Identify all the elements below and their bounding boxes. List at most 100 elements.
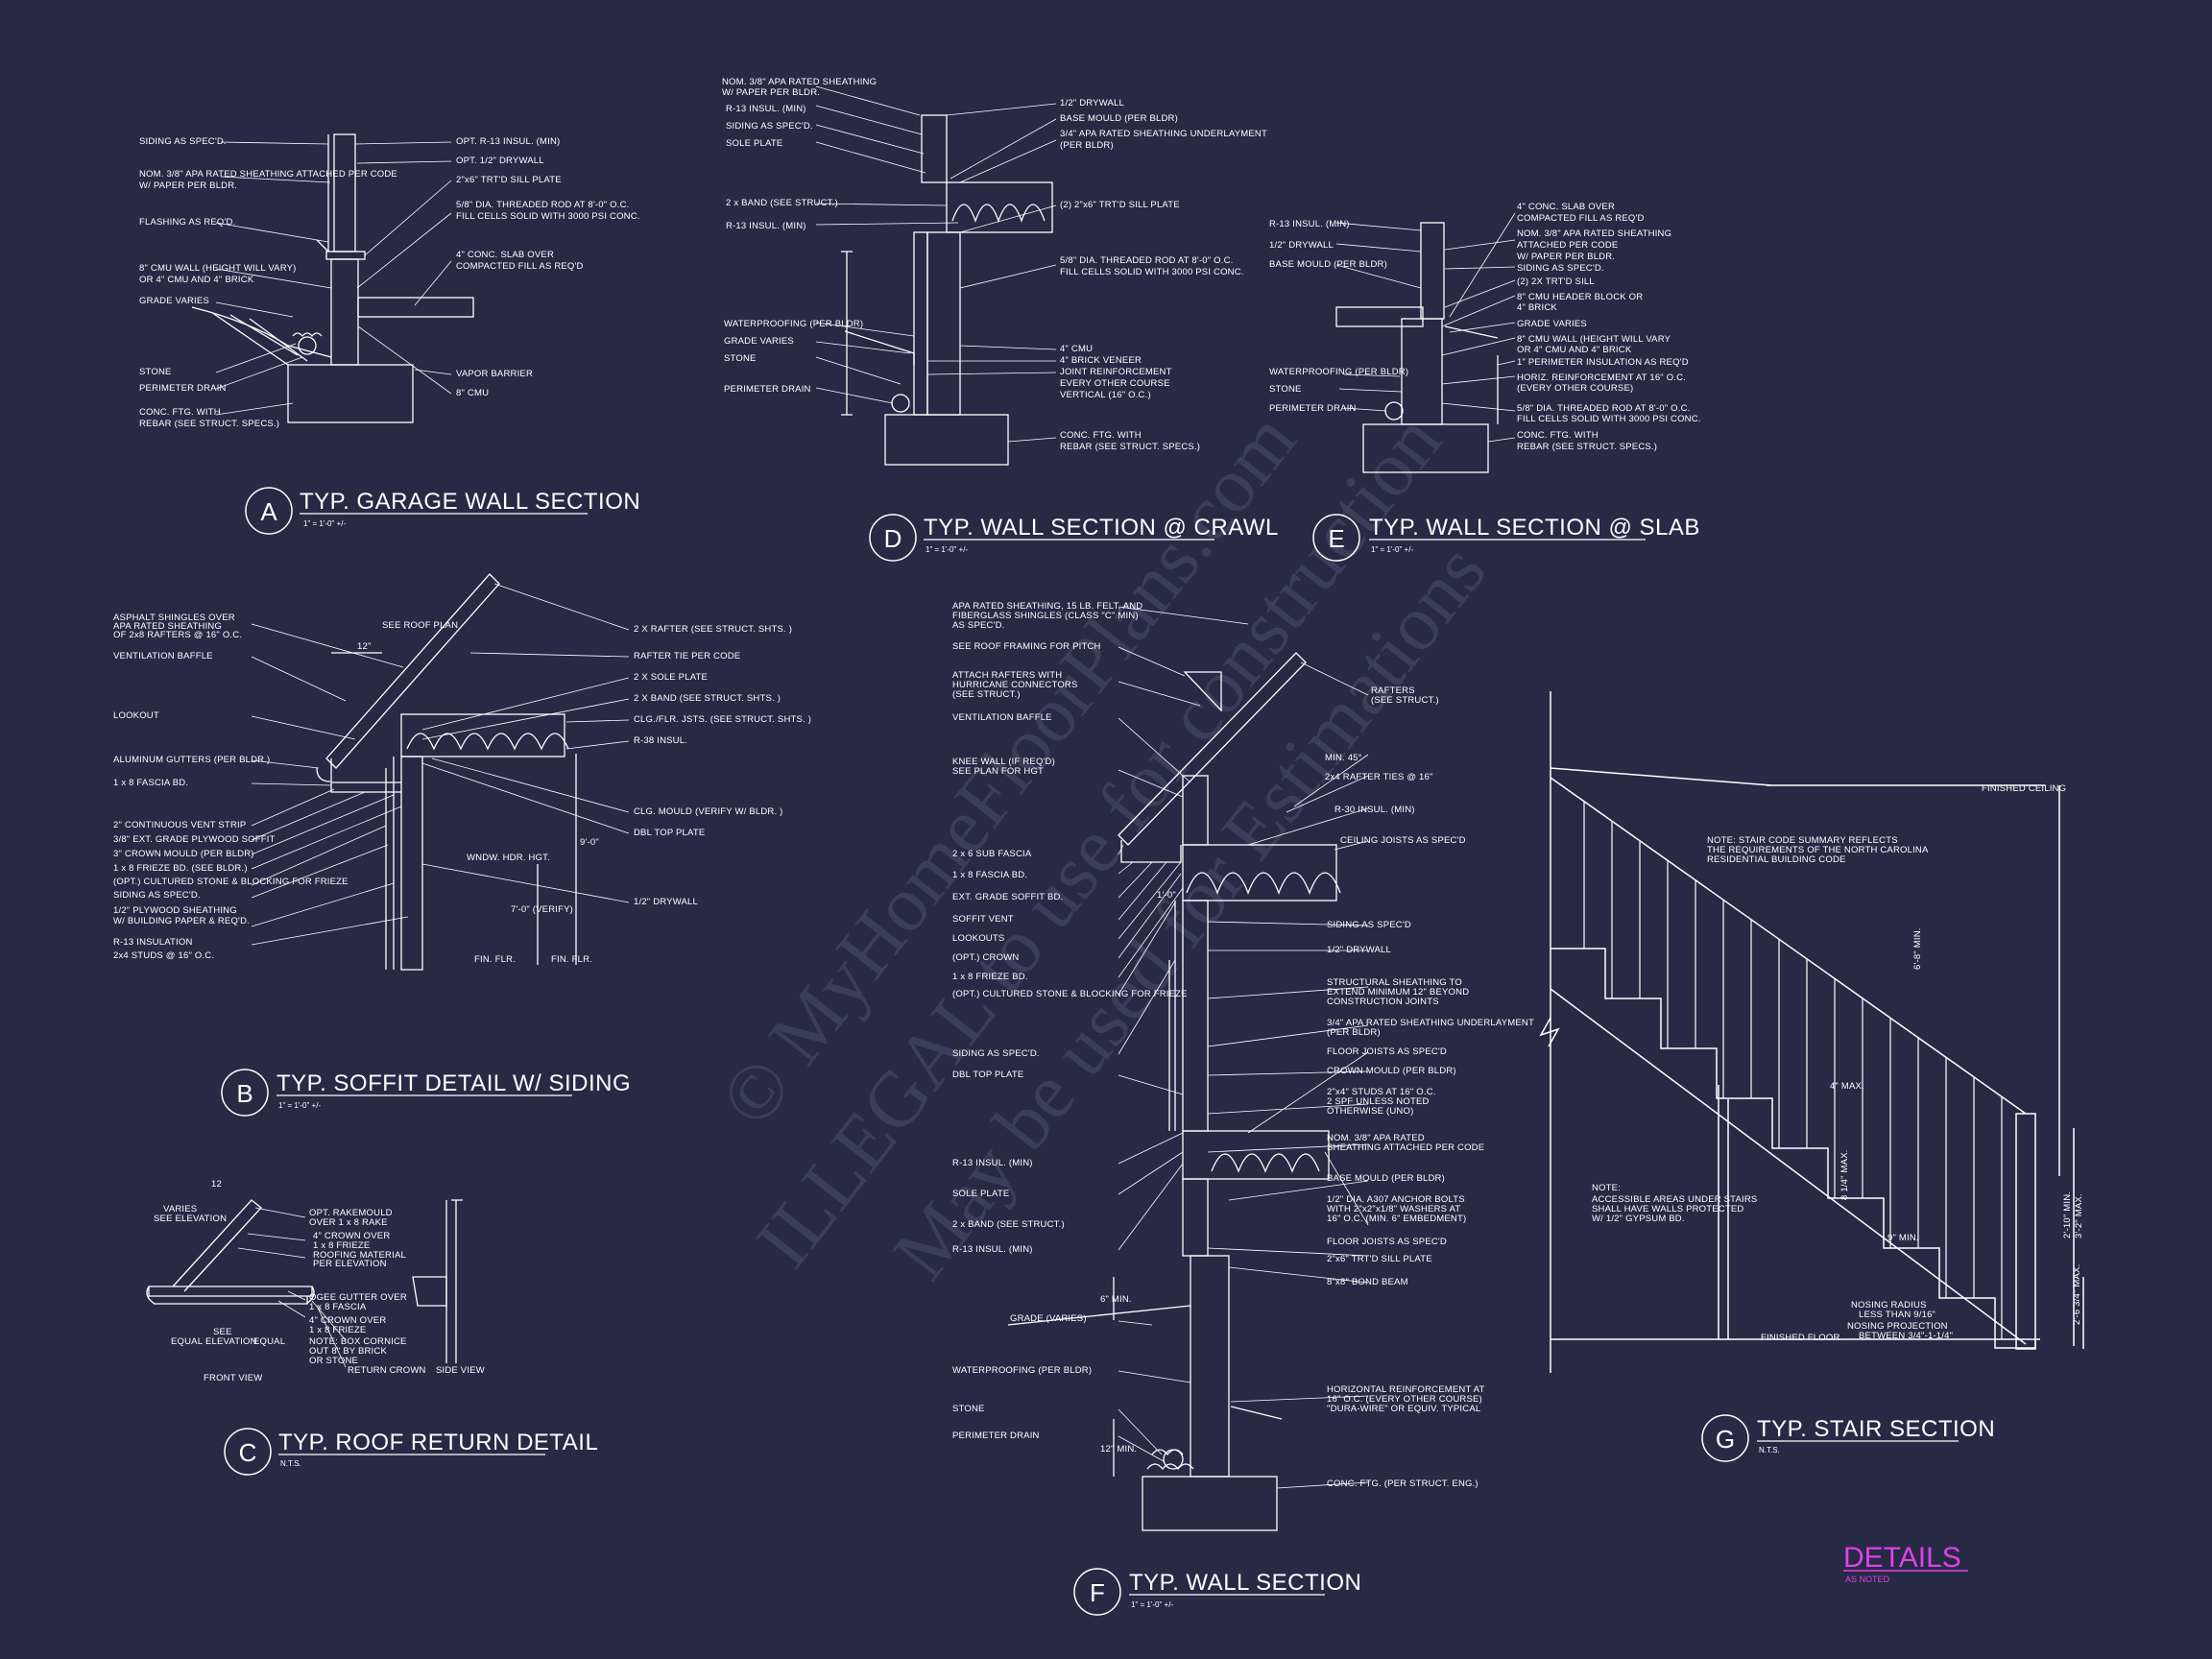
- soffit-f: [1120, 840, 1182, 863]
- e-label-10: W/ PAPER PER BLDR.: [1517, 252, 1615, 262]
- g-label-11: 9" MIN.: [1887, 1233, 1919, 1243]
- b-label-11: (OPT.) CULTURED STONE & BLOCKING FOR FRI…: [113, 877, 349, 887]
- f-label-17: (OPT.) CULTURED STONE & BLOCKING FOR FRI…: [952, 989, 1188, 999]
- detail-f-wall-section: [1007, 652, 1341, 1531]
- e-label-1: 1/2" DRYWALL: [1269, 240, 1334, 251]
- f-label-37: EXTEND MINIMUM 12" BEYOND: [1327, 987, 1469, 998]
- d-label-12: BASE MOULD (PER BLDR): [1060, 113, 1178, 124]
- drain-d: [891, 394, 910, 413]
- a-label-3: FLASHING AS REQ'D.: [139, 217, 235, 228]
- f-label-10: 2 x 6 SUB FASCIA: [952, 849, 1032, 859]
- insulation-b: [406, 733, 569, 751]
- e-label-12: (2) 2X TRT'D SILL: [1517, 276, 1595, 287]
- b-label-19: RAFTER TIE PER CODE: [634, 651, 740, 661]
- wall-b: [400, 756, 423, 971]
- g-label-17: NOSING PROJECTION: [1847, 1321, 1948, 1332]
- detail-d-title-text: TYP. WALL SECTION @ CRAWL: [924, 515, 1279, 541]
- b-label-31: FIN. FLR.: [474, 954, 516, 965]
- e-label-6: 4" CONC. SLAB OVER: [1517, 202, 1615, 212]
- grade-d: [844, 330, 915, 365]
- e-label-18: 1" PERIMETER INSULATION AS REQ'D: [1517, 357, 1689, 368]
- detail-b-soffit: [316, 573, 577, 971]
- detail-a-tag-circle: [245, 487, 293, 535]
- detail-b-tag-circle: [221, 1069, 269, 1117]
- detail-c-roof-return: [146, 1199, 463, 1363]
- e-label-0: R-13 INSUL. (MIN): [1269, 219, 1350, 229]
- floor-insulation-f: [1211, 1153, 1320, 1173]
- detail-c-tag: C: [239, 1438, 257, 1467]
- detail-g-title: G TYP. STAIR SECTION N.T.S.: [1701, 1414, 1995, 1462]
- detail-f-title: F TYP. WALL SECTION 1" = 1'-0" +/-: [1073, 1568, 1361, 1616]
- d-label-8: GRADE VARIES: [724, 336, 794, 347]
- detail-b-text: ASPHALT SHINGLES OVER APA RATED SHEATHIN…: [113, 613, 811, 965]
- c-label-0: 12: [211, 1179, 222, 1190]
- detail-e-title: E TYP. WALL SECTION @ SLAB 1" = 1'-0" +/…: [1312, 514, 1699, 562]
- g-label-6: SHALL HAVE WALLS PROTECTED: [1592, 1204, 1743, 1214]
- f-label-36: STRUCTURAL SHEATHING TO: [1327, 977, 1462, 988]
- g-label-13: 3'-2" MAX.: [2074, 1193, 2084, 1238]
- g-label-2: THE REQUIREMENTS OF THE NORTH CAROLINA: [1707, 845, 1929, 855]
- e-label-23: CONC. FTG. WITH: [1517, 430, 1599, 441]
- sheet-title-block: DETAILS AS NOTED: [1843, 1542, 1968, 1584]
- f-label-33: CEILING JOISTS AS SPEC'D: [1340, 835, 1466, 846]
- f-label-52: FLOOR JOISTS AS SPEC'D: [1327, 1237, 1447, 1247]
- g-label-5: ACCESSIBLE AREAS UNDER STAIRS: [1592, 1194, 1757, 1205]
- detail-f-text: APA RATED SHEATHING, 15 LB. FELT, AND FI…: [952, 601, 1534, 1489]
- floor-line-g: [1551, 1085, 2040, 1340]
- detail-f-tag-circle: [1073, 1568, 1121, 1616]
- d-label-18: 4" CMU: [1060, 344, 1093, 354]
- a-label-19: 8" CMU: [456, 388, 489, 398]
- detail-b-tag: B: [236, 1079, 252, 1108]
- c-label-13: NOTE: BOX CORNICE: [309, 1336, 407, 1347]
- detail-a-text: SIDING AS SPEC'D. NOM. 3/8" APA RATED SH…: [139, 136, 639, 429]
- c-label-4: OVER 1 x 8 RAKE: [309, 1217, 388, 1228]
- e-label-15: GRADE VARIES: [1517, 319, 1587, 329]
- dim-b: [331, 652, 577, 965]
- c-label-12: 1 x 8 FRIEZE: [309, 1325, 366, 1335]
- f-label-35: 1/2" DRYWALL: [1327, 945, 1391, 955]
- f-label-22: 2 x BAND (SEE STRUCT.): [952, 1219, 1065, 1230]
- c-label-15: OR STONE: [309, 1356, 358, 1366]
- footing-a: [287, 364, 414, 423]
- knee-wall-f: [1182, 775, 1209, 846]
- d-label-10: PERIMETER DRAIN: [724, 384, 811, 395]
- detail-a-labels: [215, 141, 452, 416]
- f-label-42: CROWN MOULD (PER BLDR): [1327, 1066, 1456, 1076]
- detail-f-leaders: [1118, 606, 1369, 1489]
- gutter-b: [316, 767, 331, 782]
- c-label-20: EQUAL: [253, 1336, 285, 1347]
- floor-system-f: [1182, 1130, 1330, 1180]
- d-label-2: R-13 INSUL. (MIN): [726, 104, 806, 114]
- b-label-24: CLG. MOULD (VERIFY W/ BLDR. ): [634, 806, 783, 817]
- stud-wall-a: [333, 133, 356, 252]
- b-label-29: 9'-0": [580, 837, 599, 848]
- g-label-12: 2'-10" MIN.: [2062, 1191, 2073, 1238]
- a-label-4: 8" CMU WALL (HEIGHT WILL VARY): [139, 263, 297, 274]
- sill-plate-a: [325, 251, 366, 260]
- d-label-4: SOLE PLATE: [726, 138, 782, 149]
- f-label-24: GRADE (VARIES): [1010, 1313, 1087, 1324]
- f-label-49: 1/2" DIA. A307 ANCHOR BOLTS: [1327, 1194, 1465, 1205]
- d-label-11: 1/2" DRYWALL: [1060, 98, 1124, 108]
- brick-veneer-d: [913, 231, 928, 416]
- sheet-title: DETAILS: [1843, 1542, 1961, 1574]
- d-label-23: CONC. FTG. WITH: [1060, 430, 1142, 441]
- drain-a: [298, 336, 317, 355]
- detail-b-leaders: [251, 583, 630, 946]
- g-label-14: 2'-6 3/4" MAX.: [2072, 1264, 2082, 1325]
- d-label-20: JOINT REINFORCEMENT: [1060, 367, 1172, 377]
- f-label-55: HORIZONTAL REINFORCEMENT AT: [1327, 1384, 1484, 1395]
- e-label-9: ATTACHED PER CODE: [1517, 240, 1618, 251]
- stud-wall-e: [1420, 222, 1445, 320]
- f-label-25: WATERPROOFING (PER BLDR): [952, 1365, 1092, 1376]
- detail-a-garage-wall: [191, 133, 474, 423]
- f-label-53: 2"x6" TRT'D SILL PLATE: [1327, 1254, 1432, 1264]
- c-label-16: RETURN CROWN: [348, 1365, 426, 1376]
- f-label-21: SOLE PLATE: [952, 1189, 1009, 1199]
- f-label-32: R-30 INSUL. (MIN): [1334, 805, 1415, 815]
- b-label-14: W/ BUILDING PAPER & REQ'D.: [113, 916, 250, 926]
- f-label-51: 16" O.C. (MIN. 6" EMBEDMENT): [1327, 1214, 1466, 1224]
- c-label-9: OGEE GUTTER OVER: [309, 1292, 407, 1303]
- b-label-20: 2 X SOLE PLATE: [634, 672, 708, 683]
- f-label-57: "DURA-WIRE" OR EQUIV. TYPICAL: [1327, 1404, 1480, 1414]
